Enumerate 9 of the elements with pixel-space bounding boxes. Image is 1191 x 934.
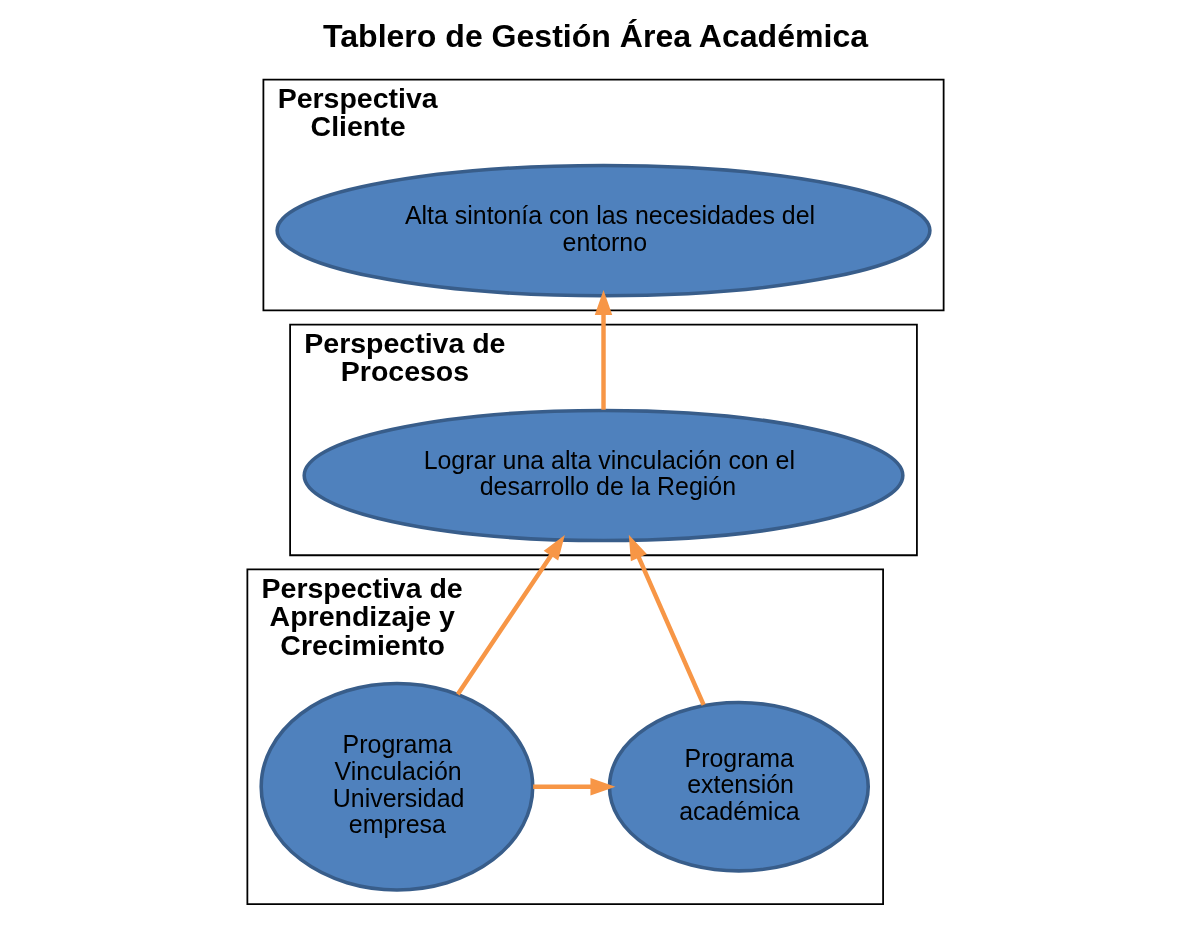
diagram-title: Tablero de Gestión Área Académica	[323, 17, 869, 54]
node-ellipse: Alta sintonía con las necesidades del entorno	[275, 163, 932, 298]
arrow	[594, 290, 613, 410]
node-ellipse: Programa extensión académica	[607, 700, 870, 873]
node-ellipse: Programa Vinculación Universidad empresa	[259, 681, 535, 892]
node-ellipse: Lograr una alta vinculación con el desarrollo de la Región	[302, 408, 905, 543]
arrow	[455, 534, 565, 696]
arrow	[533, 777, 616, 796]
arrow	[628, 534, 706, 706]
